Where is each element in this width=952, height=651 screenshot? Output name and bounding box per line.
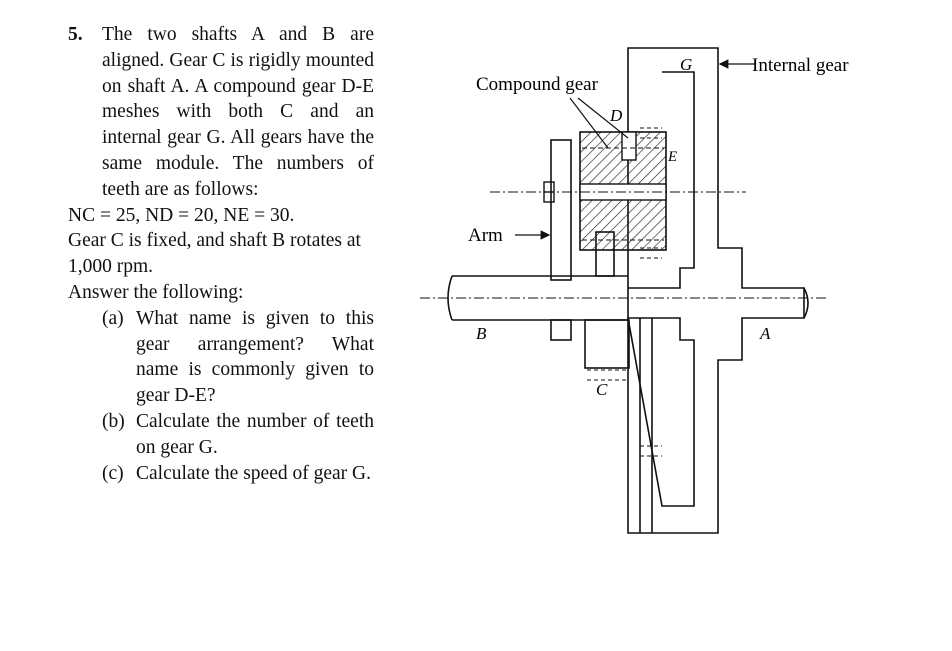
label-C: C — [596, 380, 608, 399]
teeth-numbers: NC = 25, ND = 20, NE = 30. — [68, 204, 295, 226]
label-arm: Arm — [468, 225, 503, 246]
part-b: (b) Calculate the number of teeth on gea… — [102, 409, 374, 461]
part-a-text: What name is given to this gear arrangem… — [136, 307, 374, 407]
label-E: E — [667, 149, 677, 165]
gear-C — [584, 319, 630, 369]
part-a: (a) What name is given to this gear arra… — [102, 306, 374, 409]
operating-condition: Gear C is fixed, and shaft B rotates at … — [68, 230, 361, 278]
part-c-label: (c) — [102, 462, 124, 484]
label-G: G — [680, 55, 692, 74]
label-internal-gear: Internal gear — [752, 55, 849, 76]
label-compound-gear: Compound gear — [476, 74, 599, 95]
compound-leader-2 — [577, 97, 629, 139]
label-B: B — [476, 324, 487, 343]
shaft — [447, 275, 809, 321]
arm — [550, 139, 572, 281]
internal-gear-G-inner — [627, 71, 695, 507]
label-D: D — [609, 106, 623, 125]
compound-leader-1 — [569, 97, 609, 149]
compound-gear-DE — [579, 131, 667, 251]
part-a-label: (a) — [102, 307, 124, 329]
part-b-label: (b) — [102, 410, 125, 432]
question-intro: The two shafts A and B are aligned. Gear… — [102, 24, 374, 200]
label-A: A — [759, 324, 771, 343]
question-block: 5. The two shafts A and B are aligned. G… — [68, 22, 374, 486]
answer-prompt: Answer the following: — [68, 281, 244, 303]
arm-lower — [550, 319, 572, 341]
part-c-text: Calculate the speed of gear G. — [136, 462, 371, 484]
part-c: (c) Calculate the speed of gear G. — [102, 461, 374, 487]
question-number: 5. — [68, 24, 83, 45]
part-b-text: Calculate the number of teeth on gear G. — [136, 410, 374, 458]
